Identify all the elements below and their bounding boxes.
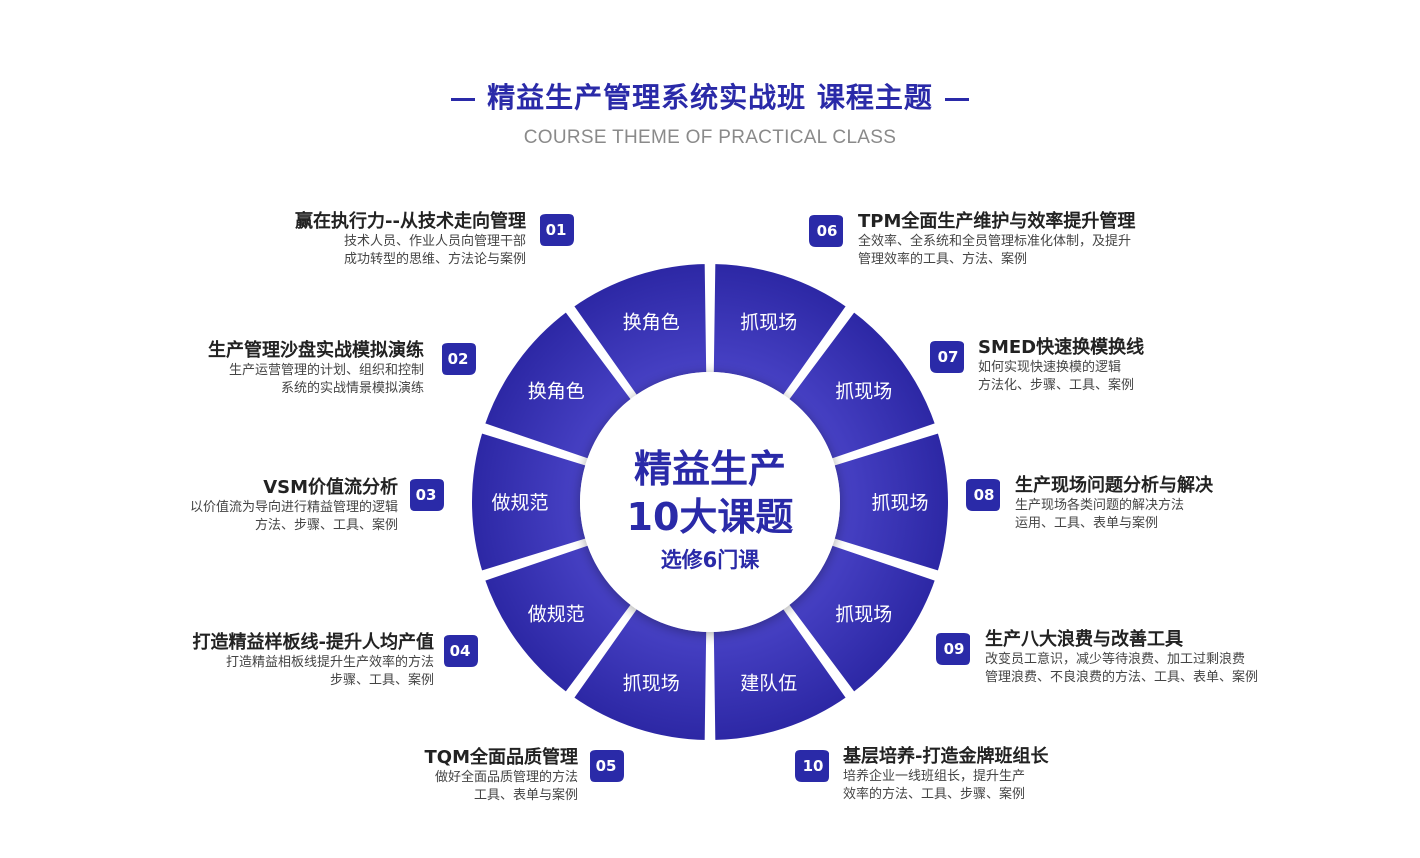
- topic-05-desc-2: 工具、表单与案例: [473, 788, 578, 803]
- badge-06: 06: [808, 214, 846, 248]
- topic-05: TQM全面品质管理 做好全面品质管理的方法 工具、表单与案例: [425, 747, 579, 805]
- badge-09-num: 09: [943, 640, 965, 658]
- badge-02-num: 02: [447, 350, 469, 368]
- title-text: 精益生产管理系统实战班 课程主题: [487, 81, 933, 114]
- badge-07: 07: [929, 340, 967, 374]
- topic-05-title: TQM全面品质管理: [424, 747, 579, 768]
- topic-02: 生产管理沙盘实战模拟演练 生产运营管理的计划、组织和控制 系统的实战情景模拟演练: [208, 340, 424, 398]
- topic-01-title: 赢在执行力--从技术走向管理: [295, 211, 526, 232]
- badge-03: 03: [407, 478, 445, 512]
- topic-08-desc-1: 生产现场各类问题的解决方法: [1015, 498, 1185, 513]
- badge-04: 04: [441, 634, 479, 668]
- badge-05-num: 05: [595, 757, 617, 775]
- topic-03: VSM价值流分析 以价值流为导向进行精益管理的逻辑 方法、步骤、工具、案例: [190, 477, 398, 535]
- topic-09-desc-1: 改变员工意识，减少等待浪费、加工过剩浪费: [985, 652, 1246, 667]
- wheel-segment-label-4: 抓现场: [835, 604, 892, 626]
- topic-06-desc-2: 管理效率的工具、方法、案例: [858, 252, 1028, 267]
- center-line1: 精益生产: [634, 447, 786, 491]
- topic-02-desc-2: 系统的实战情景模拟演练: [280, 381, 424, 396]
- wheel-segment-label-9: 换角色: [528, 380, 585, 402]
- topic-09-desc-2: 管理浪费、不良浪费的方法、工具、表单、案例: [985, 670, 1259, 685]
- badge-05: 05: [587, 749, 625, 783]
- badge-01-num: 01: [545, 221, 567, 239]
- wheel-segment-label-10: 换角色: [623, 311, 680, 333]
- page-subtitle: COURSE THEME OF PRACTICAL CLASS: [523, 127, 897, 148]
- topic-07: SMED快速换模换线 如何实现快速换模的逻辑 方法化、步骤、工具、案例: [978, 337, 1144, 395]
- badge-01: 01: [537, 213, 575, 247]
- badge-06-num: 06: [816, 222, 838, 240]
- topic-08-desc-2: 运用、工具、表单与案例: [1015, 516, 1159, 531]
- topic-03-desc-2: 方法、步骤、工具、案例: [254, 518, 398, 533]
- topic-03-desc-1: 以价值流为导向进行精益管理的逻辑: [189, 500, 398, 515]
- badge-10: 10: [794, 749, 832, 783]
- topic-08-title: 生产现场问题分析与解决: [1015, 475, 1213, 496]
- topic-04-desc-1: 打造精益相板线提升生产效率的方法: [225, 655, 434, 670]
- badge-10-num: 10: [802, 757, 824, 775]
- wheel-segment-label-2: 抓现场: [835, 380, 892, 402]
- center-line2: 10大课题: [627, 495, 794, 539]
- topic-04-title: 打造精益样板线-提升人均产值: [192, 632, 434, 653]
- topic-06-desc-1: 全效率、全系统和全员管理标准化体制，及提升: [858, 234, 1132, 249]
- topic-09-title: 生产八大浪费与改善工具: [985, 629, 1183, 650]
- topic-01: 赢在执行力--从技术走向管理 技术人员、作业人员向管理干部 成功转型的思维、方法…: [295, 211, 526, 269]
- topic-03-title: VSM价值流分析: [263, 477, 398, 498]
- topic-04-desc-2: 步骤、工具、案例: [329, 673, 434, 688]
- topic-10-desc-1: 培养企业一线班组长，提升生产: [843, 769, 1026, 784]
- title-dash-left: [451, 97, 476, 101]
- wheel-segment-label-5: 建队伍: [740, 673, 797, 695]
- badge-03-num: 03: [415, 486, 437, 504]
- badge-04-num: 04: [449, 642, 471, 660]
- topic-10-title: 基层培养-打造金牌班组长: [843, 746, 1049, 767]
- topic-01-desc-1: 技术人员、作业人员向管理干部: [343, 234, 526, 249]
- topic-04: 打造精益样板线-提升人均产值 打造精益相板线提升生产效率的方法 步骤、工具、案例: [193, 632, 434, 690]
- badge-02: 02: [439, 342, 477, 376]
- topic-09: 生产八大浪费与改善工具 改变员工意识，减少等待浪费、加工过剩浪费 管理浪费、不良…: [985, 629, 1258, 687]
- wheel-segment-label-6: 抓现场: [623, 673, 680, 695]
- topic-06-title: TPM全面生产维护与效率提升管理: [858, 211, 1136, 232]
- topic-10-desc-2: 效率的方法、工具、步骤、案例: [843, 787, 1026, 802]
- wheel-segment-label-7: 做规范: [528, 604, 585, 626]
- topic-10: 基层培养-打造金牌班组长 培养企业一线班组长，提升生产 效率的方法、工具、步骤、…: [843, 746, 1048, 804]
- topic-05-desc-1: 做好全面品质管理的方法: [434, 770, 578, 785]
- page-title: 精益生产管理系统实战班 课程主题: [0, 76, 1420, 116]
- badge-08: 08: [965, 478, 1003, 512]
- topic-06: TPM全面生产维护与效率提升管理 全效率、全系统和全员管理标准化体制，及提升 管…: [858, 211, 1135, 269]
- topic-07-desc-1: 如何实现快速换模的逻辑: [978, 360, 1122, 375]
- wheel-segment-label-8: 做规范: [491, 492, 548, 514]
- wheel-segment-label-1: 抓现场: [740, 311, 797, 333]
- topic-01-desc-2: 成功转型的思维、方法论与案例: [343, 252, 526, 267]
- center-line3: 选修6门课: [661, 548, 761, 572]
- topic-08: 生产现场问题分析与解决 生产现场各类问题的解决方法 运用、工具、表单与案例: [1015, 475, 1213, 533]
- wheel-segment-label-3: 抓现场: [871, 492, 928, 514]
- topic-07-title: SMED快速换模换线: [978, 337, 1145, 358]
- badge-07-num: 07: [937, 348, 959, 366]
- center-circle: [580, 372, 840, 632]
- topic-02-desc-1: 生产运营管理的计划、组织和控制: [228, 363, 424, 378]
- topic-07-desc-2: 方法化、步骤、工具、案例: [978, 378, 1135, 393]
- badge-08-num: 08: [973, 486, 995, 504]
- badge-09: 09: [935, 632, 973, 666]
- topic-02-title: 生产管理沙盘实战模拟演练: [208, 340, 424, 361]
- title-dash-right: [944, 97, 969, 101]
